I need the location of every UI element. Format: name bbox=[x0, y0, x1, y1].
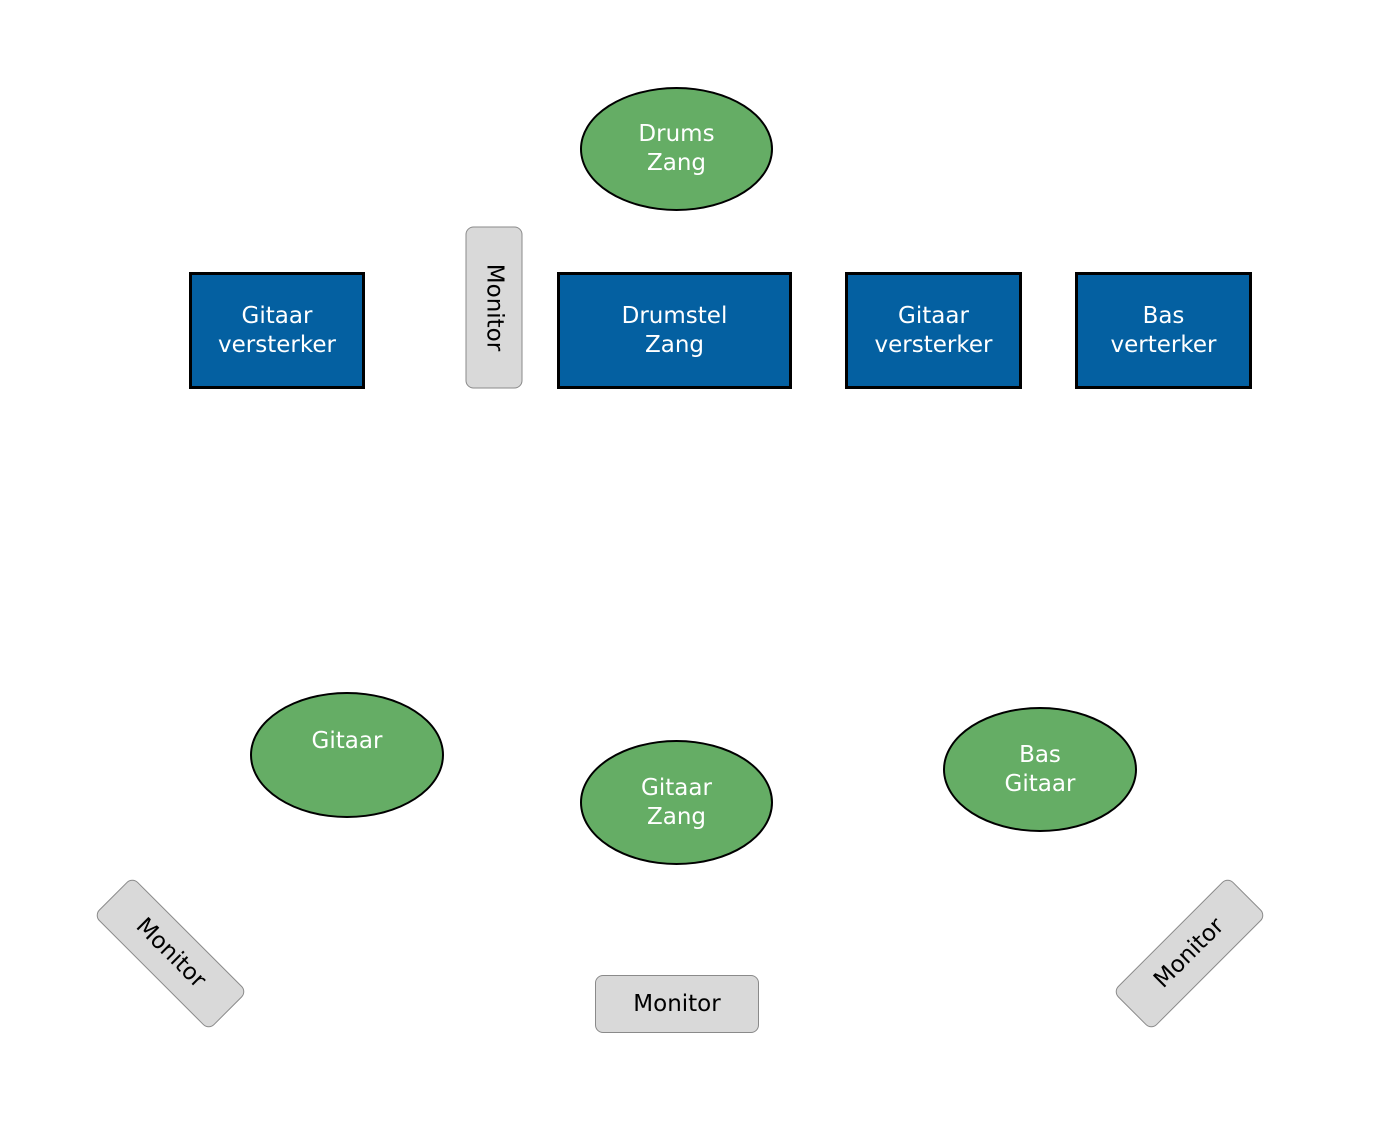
drums-vocals-label-1: Drums bbox=[638, 121, 715, 147]
bass-amp-label-2: verterker bbox=[1110, 331, 1217, 358]
guitarist-center-label-2: Zang bbox=[646, 803, 707, 830]
guitar-amp-right-label-1: Gitaar bbox=[898, 302, 969, 329]
guitarist-left-position: Gitaar bbox=[250, 692, 444, 818]
monitor-drums-label: Monitor bbox=[481, 263, 508, 352]
guitar-amp-left-label-1: Gitaar bbox=[241, 302, 313, 329]
bassist-label-2: Gitaar bbox=[1004, 770, 1076, 797]
bassist-position: Bas Gitaar bbox=[943, 707, 1137, 832]
drumkit-label-1: Drumstel bbox=[621, 302, 728, 329]
guitar-amp-left-label-2: versterker bbox=[218, 331, 336, 358]
bassist-label-1: Bas bbox=[1019, 741, 1061, 768]
drums-vocals-label-2: Zang bbox=[646, 150, 707, 176]
guitarist-center-position: Gitaar Zang bbox=[580, 740, 773, 865]
guitarist-center-label-1: Gitaar bbox=[641, 774, 712, 801]
guitar-amp-left: Gitaar versterker bbox=[189, 272, 365, 389]
bass-amp: Bas verterker bbox=[1075, 272, 1252, 389]
monitor-left: Monitor bbox=[93, 876, 248, 1031]
monitor-left-label: Monitor bbox=[130, 913, 211, 994]
bass-amp-label-1: Bas bbox=[1142, 302, 1185, 329]
guitarist-left-label: Gitaar bbox=[311, 728, 383, 754]
drumkit-label-2: Zang bbox=[644, 331, 705, 358]
monitor-right: Monitor bbox=[1112, 876, 1267, 1031]
drumkit: Drumstel Zang bbox=[557, 272, 792, 389]
guitar-amp-right-label-2: versterker bbox=[874, 331, 993, 358]
monitor-right-label: Monitor bbox=[1149, 913, 1230, 994]
monitor-center: Monitor bbox=[595, 975, 759, 1033]
drums-vocals-position: Drums Zang bbox=[580, 87, 773, 211]
monitor-center-label: Monitor bbox=[633, 990, 721, 1017]
guitar-amp-right: Gitaar versterker bbox=[845, 272, 1022, 389]
monitor-drums: Monitor bbox=[465, 226, 523, 389]
